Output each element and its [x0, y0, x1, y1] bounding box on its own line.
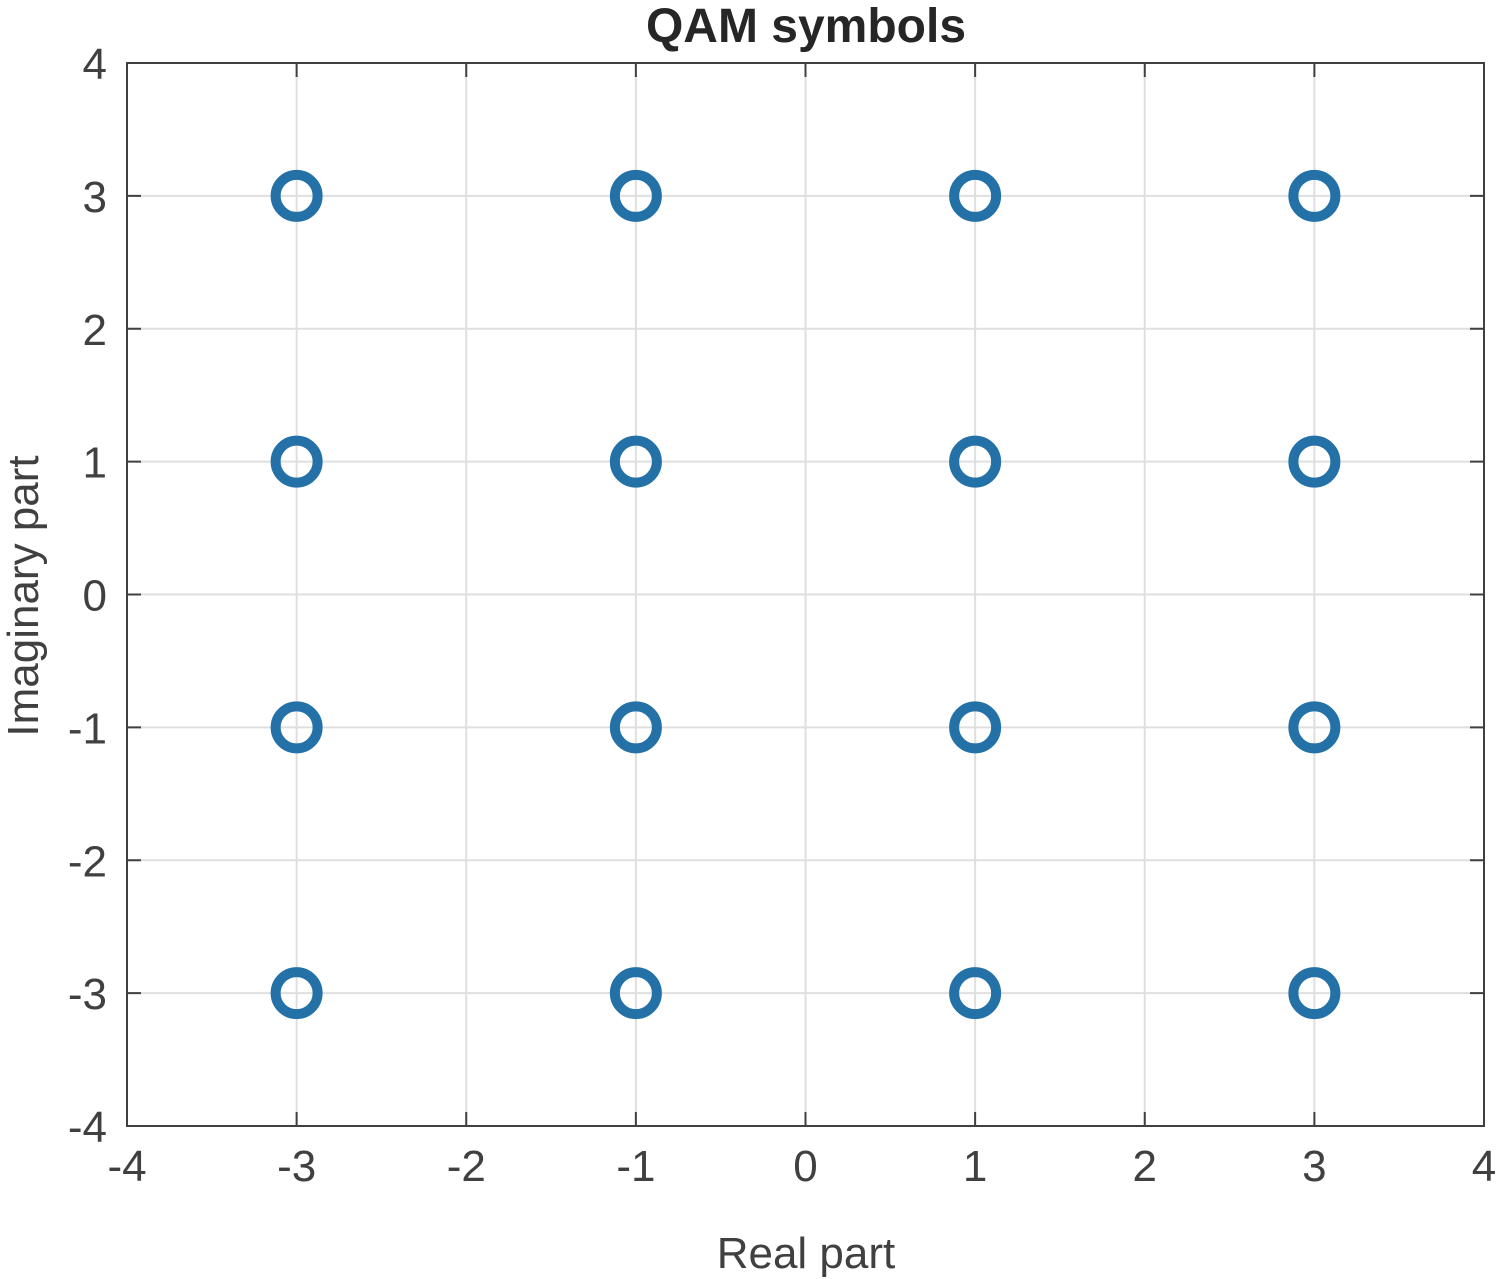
qam-symbol-point: [949, 435, 1002, 488]
qam-symbol-point: [1288, 169, 1341, 222]
x-tick-label: -4: [107, 1142, 146, 1191]
grid-lines: [126, 62, 1485, 1127]
qam-symbol-point: [1288, 967, 1341, 1020]
x-tick-label: 2: [1133, 1142, 1157, 1191]
x-tick-label: 1: [963, 1142, 987, 1191]
y-tick-labels: -4 -3 -2 -1 0 1 2 3 4: [68, 40, 107, 1152]
x-tick-label: -3: [277, 1142, 316, 1191]
x-tick-label: 4: [1472, 1142, 1496, 1191]
y-tick-label: -1: [68, 704, 107, 753]
qam-symbol-point: [949, 701, 1002, 754]
y-tick-label: -3: [68, 970, 107, 1019]
x-tick-labels: -4 -3 -2 -1 0 1 2 3 4: [107, 1142, 1496, 1191]
y-tick-label: 0: [83, 572, 107, 621]
y-tick-label: -4: [68, 1103, 107, 1152]
qam-symbol-point: [949, 967, 1002, 1020]
qam-symbol-point: [270, 967, 323, 1020]
y-tick-label: 2: [83, 306, 107, 355]
y-axis-label: Imaginary part: [0, 455, 48, 736]
y-tick-label: 3: [83, 173, 107, 222]
x-tick-label: -1: [616, 1142, 655, 1191]
qam-symbol-point: [609, 435, 662, 488]
x-axis-label: Real part: [717, 1229, 896, 1278]
qam-symbol-point: [609, 169, 662, 222]
qam-symbol-point: [949, 169, 1002, 222]
x-tick-label: 0: [793, 1142, 817, 1191]
qam-symbol-point: [270, 169, 323, 222]
chart-title: QAM symbols: [646, 0, 966, 53]
qam-symbol-point: [1288, 435, 1341, 488]
qam-symbol-point: [1288, 701, 1341, 754]
qam-symbol-point: [270, 435, 323, 488]
tick-marks: [126, 62, 1485, 1127]
y-tick-label: 4: [83, 40, 107, 89]
y-tick-label: -2: [68, 837, 107, 886]
x-tick-label: 3: [1302, 1142, 1326, 1191]
qam-symbol-point: [609, 967, 662, 1020]
qam-symbol-point: [609, 701, 662, 754]
x-tick-label: -2: [447, 1142, 486, 1191]
y-tick-label: 1: [83, 439, 107, 488]
data-points: [270, 169, 1341, 1020]
qam-symbol-point: [270, 701, 323, 754]
